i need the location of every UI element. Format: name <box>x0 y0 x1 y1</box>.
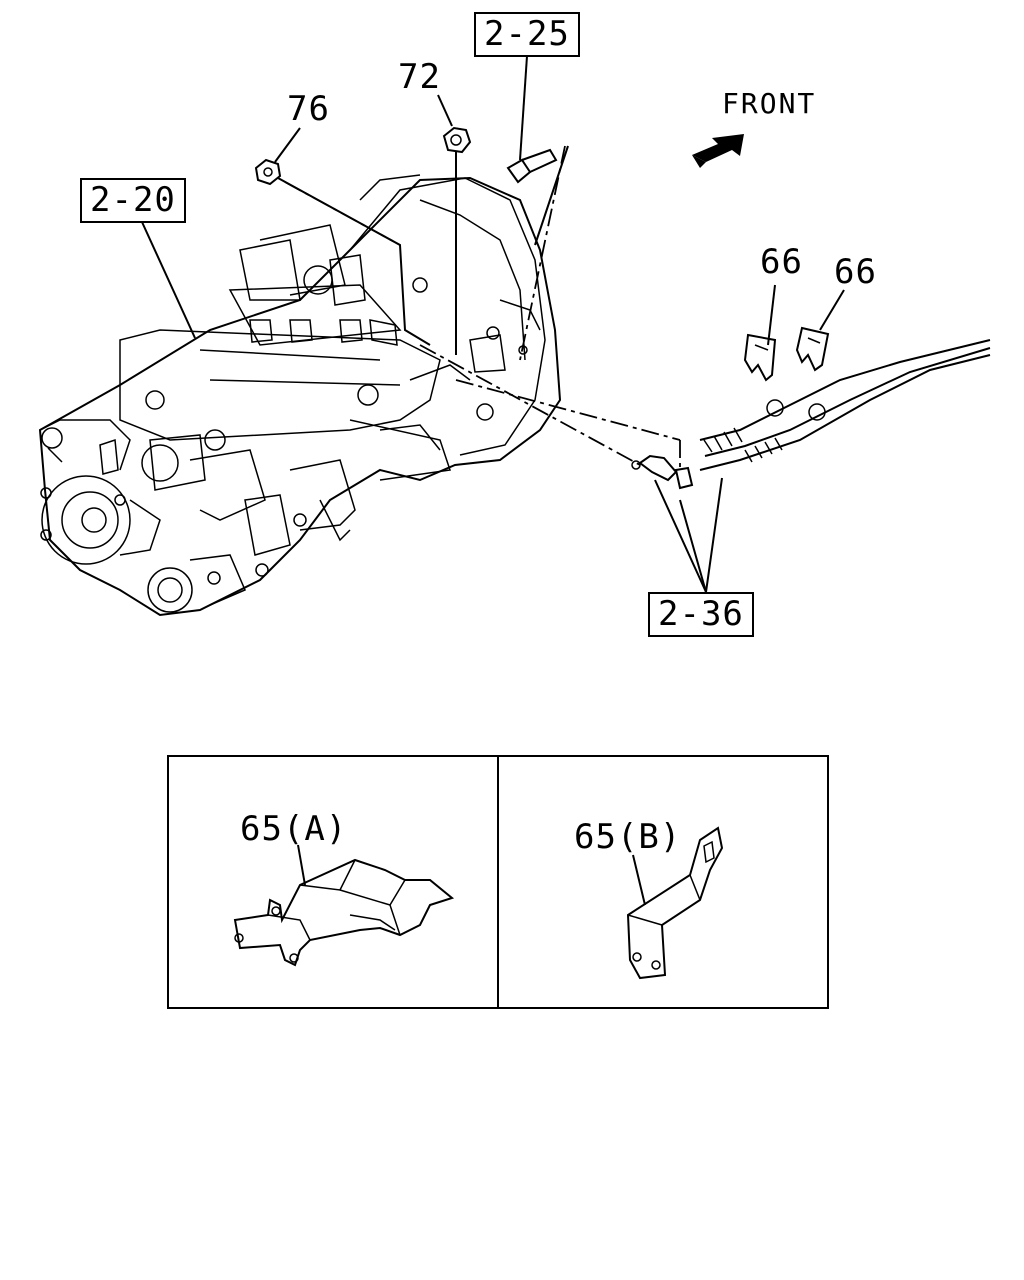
part-label-72: 72 <box>398 57 441 97</box>
front-arrow-icon <box>692 134 744 168</box>
part-label-66-right: 66 <box>834 252 877 292</box>
ref-label-2-36[interactable]: 2-36 <box>648 592 754 637</box>
ref-label-2-20[interactable]: 2-20 <box>80 178 186 223</box>
transmission-assembly <box>38 174 562 617</box>
front-label: FRONT <box>722 87 817 120</box>
part-label-66-left: 66 <box>760 242 803 282</box>
leader-lines <box>141 55 845 906</box>
clip-66-left-icon <box>743 333 777 382</box>
bolt-2-25-icon <box>506 148 558 184</box>
part-label-65b: 65(B) <box>574 817 682 857</box>
shift-cables <box>631 339 991 490</box>
bracket-65a-icon <box>233 858 455 967</box>
detail-box-65b <box>497 755 829 1009</box>
nut-72-icon <box>442 126 472 154</box>
ref-label-2-25[interactable]: 2-25 <box>474 12 580 57</box>
nut-76-icon <box>254 158 282 186</box>
part-label-65a: 65(A) <box>240 809 348 849</box>
detail-box-65a <box>167 755 499 1009</box>
clip-66-right-icon <box>795 326 830 372</box>
bracket-65b-icon <box>626 826 724 980</box>
part-label-76: 76 <box>287 89 330 129</box>
